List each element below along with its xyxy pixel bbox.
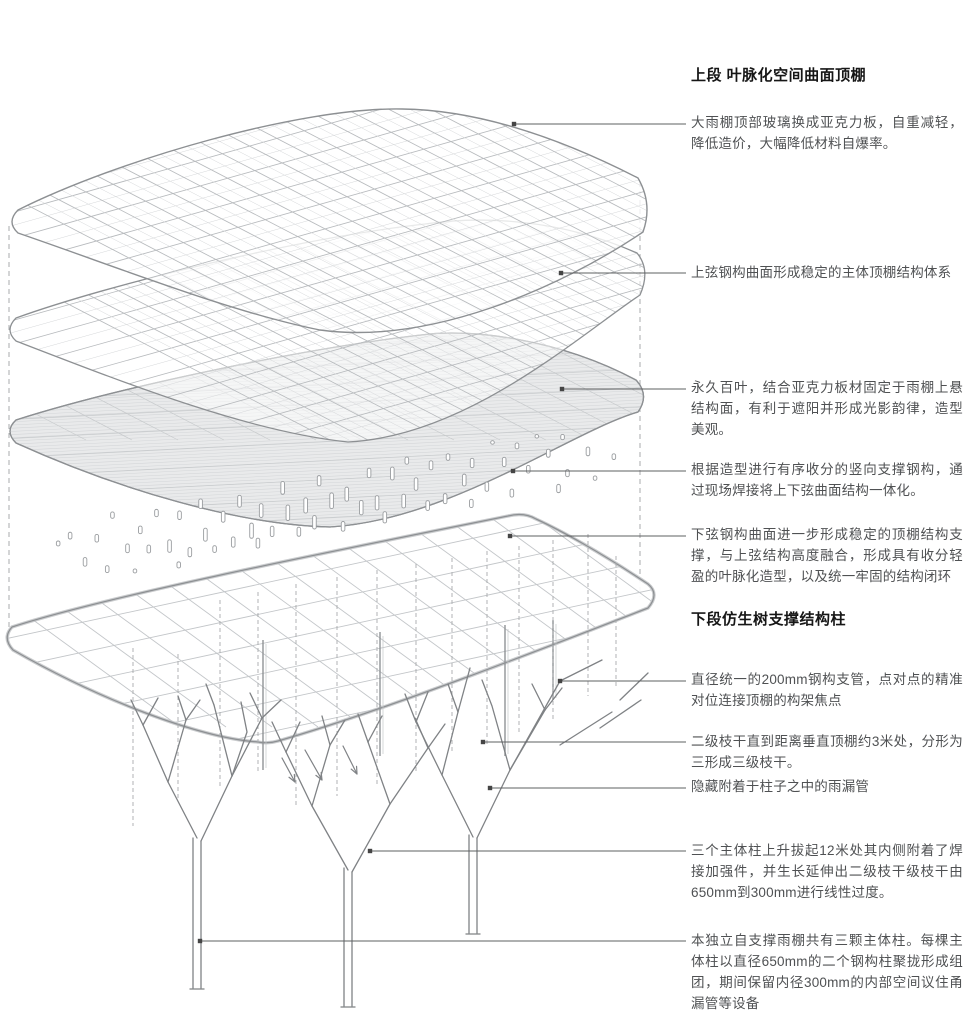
- leader-dot: [507, 533, 513, 539]
- annotation-lower-chord: 下弦钢构曲面进一步形成稳定的顶棚结构支撑，与上弦结构高度融合，形成具有收分轻盈的…: [691, 527, 963, 584]
- acrylic-roof-layer: [11, 108, 648, 334]
- section-title-upper: 上段 叶脉化空间曲面顶棚: [691, 67, 867, 84]
- leader-dot: [557, 678, 563, 684]
- dashed-drop-lines: [132, 534, 617, 826]
- leader-dot: [511, 121, 517, 127]
- leader-lines: [197, 121, 686, 944]
- annotation-branching: 二级枝干直到距离垂直顶棚约3米处，分形为三形成三级枝干。: [691, 734, 963, 770]
- annotation-louvers: 永久百叶，结合亚克力板材固定于雨棚上悬结构面，有利于遮阳并形成光影韵律，造型美观…: [691, 380, 963, 437]
- leader-dot: [367, 848, 373, 854]
- section-title-lower: 下段仿生树支撑结构柱: [691, 611, 847, 628]
- leader-dot: [559, 386, 565, 392]
- leader-dot: [480, 739, 486, 745]
- vertical-steel-field: [55, 433, 617, 574]
- annotation-column-cluster: 本独立自支撑雨棚共有三颗主体柱。每棵主体柱以直径650mm的二个钢构柱聚拢形成组…: [691, 933, 963, 1011]
- annotation-upper-chord: 上弦钢构曲面形成稳定的主体顶棚结构体系: [691, 265, 952, 280]
- annotation-steel-tubes: 直径统一的200mm钢构支管，点对点的精准对位连接顶棚的构架焦点: [691, 672, 963, 708]
- leader-dot: [487, 785, 493, 791]
- leader-dot: [558, 270, 564, 276]
- annotation-vertical-steel: 根据造型进行有序收分的竖向支撑钢构，通过现场焊接将上下弦曲面结构一体化。: [691, 462, 963, 498]
- leader-dot: [197, 938, 203, 944]
- tree-columns: [130, 659, 649, 1008]
- annotation-acrylic-panel: 大雨棚顶部玻璃换成亚克力板，自重减轻，降低造价，大幅降低材料自爆率。: [691, 115, 963, 151]
- annotation-rain-pipe: 隐藏附着于柱子之中的雨漏管: [691, 779, 870, 794]
- leader-dot: [510, 468, 516, 474]
- annotation-main-columns: 三个主体柱上升拔起12米处其内侧附着了焊接加强件，并生长延伸出二级枝干级枝干由6…: [691, 843, 963, 900]
